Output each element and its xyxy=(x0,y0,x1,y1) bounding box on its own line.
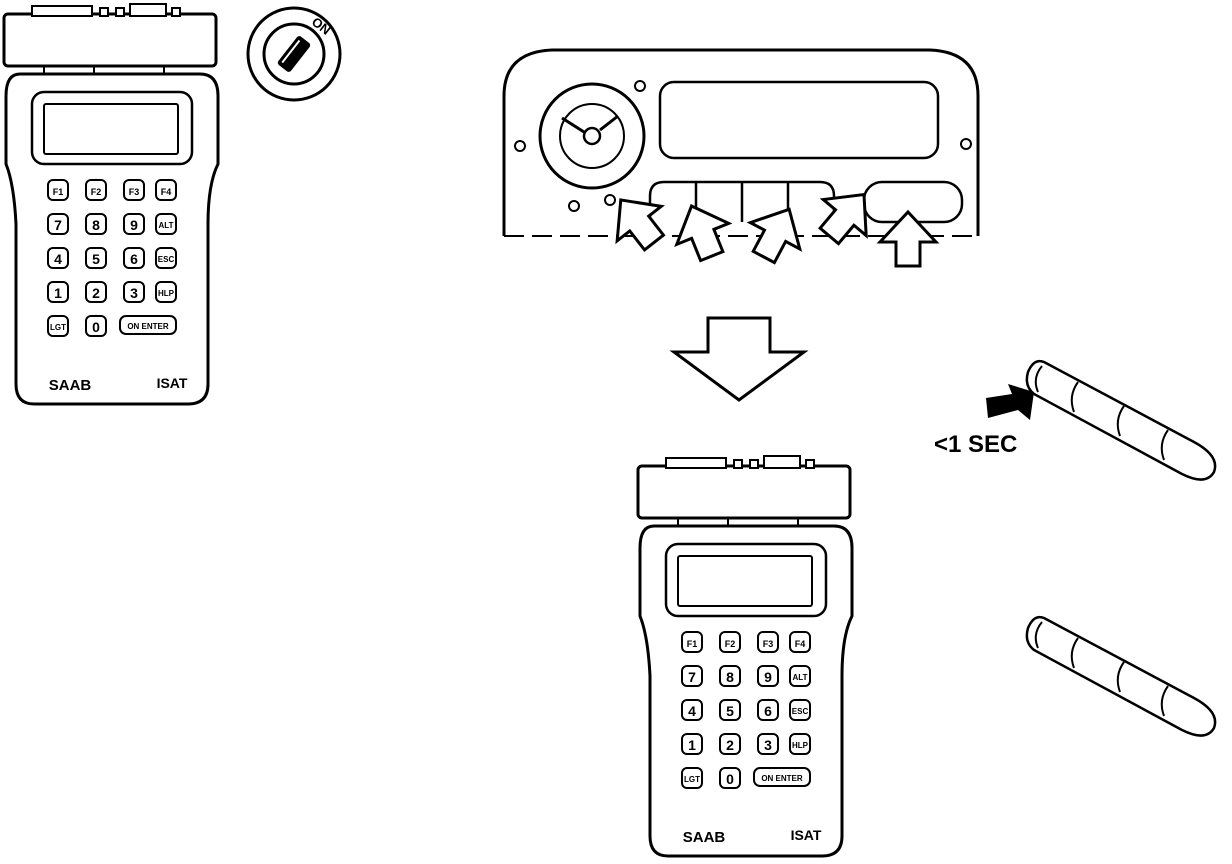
step-down-arrow xyxy=(669,316,809,402)
key-3: 3 xyxy=(130,285,138,301)
key-9: 9 xyxy=(764,669,772,685)
key-3: 3 xyxy=(764,737,772,753)
key-7: 7 xyxy=(54,217,62,233)
key-on-enter: ON ENTER xyxy=(127,322,169,331)
key-4: 4 xyxy=(54,251,62,267)
key-0: 0 xyxy=(92,319,100,335)
function-key-f1: F1 xyxy=(687,639,698,649)
isat-scan-tool-1 xyxy=(2,2,220,406)
key-5: 5 xyxy=(92,251,100,267)
function-key-f2: F2 xyxy=(91,187,102,197)
key-2: 2 xyxy=(92,285,100,301)
key-hlp: HLP xyxy=(792,741,809,750)
isat-scan-tool-2 xyxy=(636,454,854,858)
model-label: ISAT xyxy=(791,827,822,843)
brand-label: SAAB xyxy=(49,377,92,394)
panel-display xyxy=(658,80,940,160)
key-1: 1 xyxy=(688,737,696,753)
brand-label: SAAB xyxy=(683,829,726,846)
key-5: 5 xyxy=(726,703,734,719)
key-0: 0 xyxy=(726,771,734,787)
function-key-f3: F3 xyxy=(763,639,774,649)
key-2: 2 xyxy=(726,737,734,753)
dashboard-panel xyxy=(502,48,980,272)
function-key-f1: F1 xyxy=(53,187,64,197)
key-lgt: LGT xyxy=(684,775,700,784)
press-duration-label: <1 SEC xyxy=(934,431,1017,458)
key-alt: ALT xyxy=(793,673,808,682)
key-esc: ESC xyxy=(158,255,175,264)
clock-icon xyxy=(538,82,646,190)
function-key-f4: F4 xyxy=(161,187,172,197)
key-8: 8 xyxy=(92,217,100,233)
press-direction-arrow xyxy=(986,384,1034,420)
key-hlp: HLP xyxy=(158,289,175,298)
stalk-button-pressed xyxy=(1025,359,1217,481)
function-key-f2: F2 xyxy=(725,639,736,649)
key-6: 6 xyxy=(764,703,772,719)
key-8: 8 xyxy=(726,669,734,685)
key-lgt: LGT xyxy=(50,323,66,332)
function-key-f3: F3 xyxy=(129,187,140,197)
model-label: ISAT xyxy=(157,375,188,391)
key-esc: ESC xyxy=(792,707,809,716)
key-on-enter: ON ENTER xyxy=(761,774,803,783)
key-alt: ALT xyxy=(159,221,174,230)
stalk-button-released xyxy=(1025,615,1217,737)
key-4: 4 xyxy=(688,703,696,719)
key-7: 7 xyxy=(688,669,696,685)
key-6: 6 xyxy=(130,251,138,267)
ignition-key-icon: ON xyxy=(246,6,342,102)
key-1: 1 xyxy=(54,285,62,301)
function-key-f4: F4 xyxy=(795,639,806,649)
key-9: 9 xyxy=(130,217,138,233)
